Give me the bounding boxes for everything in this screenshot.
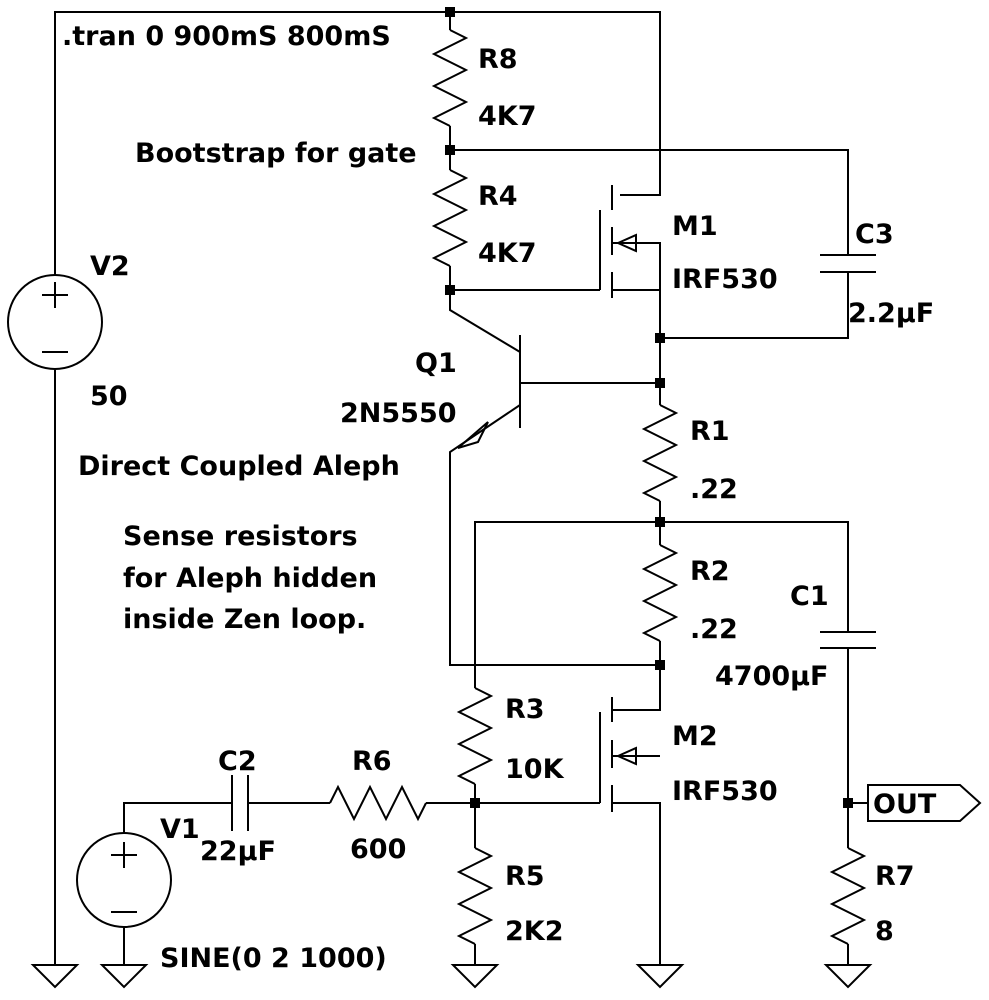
c3-value: 2.2µF	[848, 298, 934, 329]
ground-v2	[30, 920, 80, 989]
resistor-r4[interactable]	[431, 150, 600, 291]
v1-name: V1	[160, 814, 200, 845]
ground-r5	[450, 964, 500, 989]
q1-name: Q1	[415, 348, 457, 379]
m2-name: M2	[672, 721, 718, 752]
sense-note-line2: for Aleph hidden	[123, 563, 377, 594]
v1-value: SINE(0 2 1000)	[160, 943, 387, 974]
r2-value: .22	[690, 614, 738, 645]
resistor-r1[interactable]	[641, 404, 679, 522]
ground-v1	[99, 927, 149, 989]
c3-name: C3	[855, 219, 894, 250]
capacitor-c3[interactable]	[820, 254, 876, 273]
voltage-source-v2[interactable]	[7, 274, 103, 370]
m1-name: M1	[672, 211, 718, 242]
capacitor-c1[interactable]	[820, 631, 876, 649]
m2-value: IRF530	[672, 776, 778, 807]
sense-note-line3: inside Zen loop.	[123, 604, 366, 635]
v2-value: 50	[90, 381, 128, 412]
v2-name: V2	[90, 251, 130, 282]
resistor-r8[interactable]	[431, 12, 469, 150]
supply-rail	[54, 11, 661, 920]
c2-name: C2	[218, 746, 257, 777]
r8-value: 4K7	[478, 101, 537, 132]
title-note: Direct Coupled Aleph	[78, 451, 400, 482]
r1-name: R1	[690, 416, 730, 447]
bootstrap-note: Bootstrap for gate	[135, 138, 417, 169]
input-wire	[123, 802, 330, 833]
mosfet-m2[interactable]	[475, 697, 661, 965]
r8-name: R8	[478, 44, 518, 75]
mosfet-m1[interactable]	[599, 185, 661, 338]
resistor-r3[interactable]	[456, 665, 494, 803]
r4-name: R4	[478, 181, 518, 212]
r6-name: R6	[352, 746, 392, 777]
r7-name: R7	[875, 861, 915, 892]
c1-name: C1	[790, 581, 829, 612]
r2-name: R2	[690, 556, 730, 587]
r3-value: 10K	[505, 754, 565, 785]
bootstrap-wire	[450, 149, 849, 339]
voltage-source-v1[interactable]	[76, 832, 172, 928]
r3-name: R3	[505, 694, 545, 725]
sense-note-line1: Sense resistors	[123, 521, 358, 552]
capacitor-c2[interactable]	[231, 775, 249, 831]
ground-r7	[823, 964, 873, 989]
r4-value: 4K7	[478, 238, 537, 269]
c2-value: 22µF	[200, 836, 276, 867]
r6-value: 600	[350, 834, 406, 865]
junction-dots	[445, 7, 853, 808]
r5-value: 2K2	[505, 916, 564, 947]
spice-directive: .tran 0 900mS 800mS	[62, 21, 391, 52]
r7-value: 8	[875, 916, 894, 947]
transistor-q1[interactable]	[449, 290, 660, 666]
resistor-r2[interactable]	[612, 522, 679, 711]
m1-value: IRF530	[672, 264, 778, 295]
ground-m2	[635, 964, 685, 989]
resistor-r7[interactable]	[829, 803, 867, 965]
out-port-label: OUT	[873, 789, 937, 820]
resistor-r5[interactable]	[456, 803, 494, 965]
c1-value: 4700µF	[715, 661, 828, 692]
r1-value: .22	[690, 474, 738, 505]
resistor-r6[interactable]	[329, 784, 475, 822]
r5-name: R5	[505, 861, 545, 892]
q1-value: 2N5550	[340, 398, 457, 429]
